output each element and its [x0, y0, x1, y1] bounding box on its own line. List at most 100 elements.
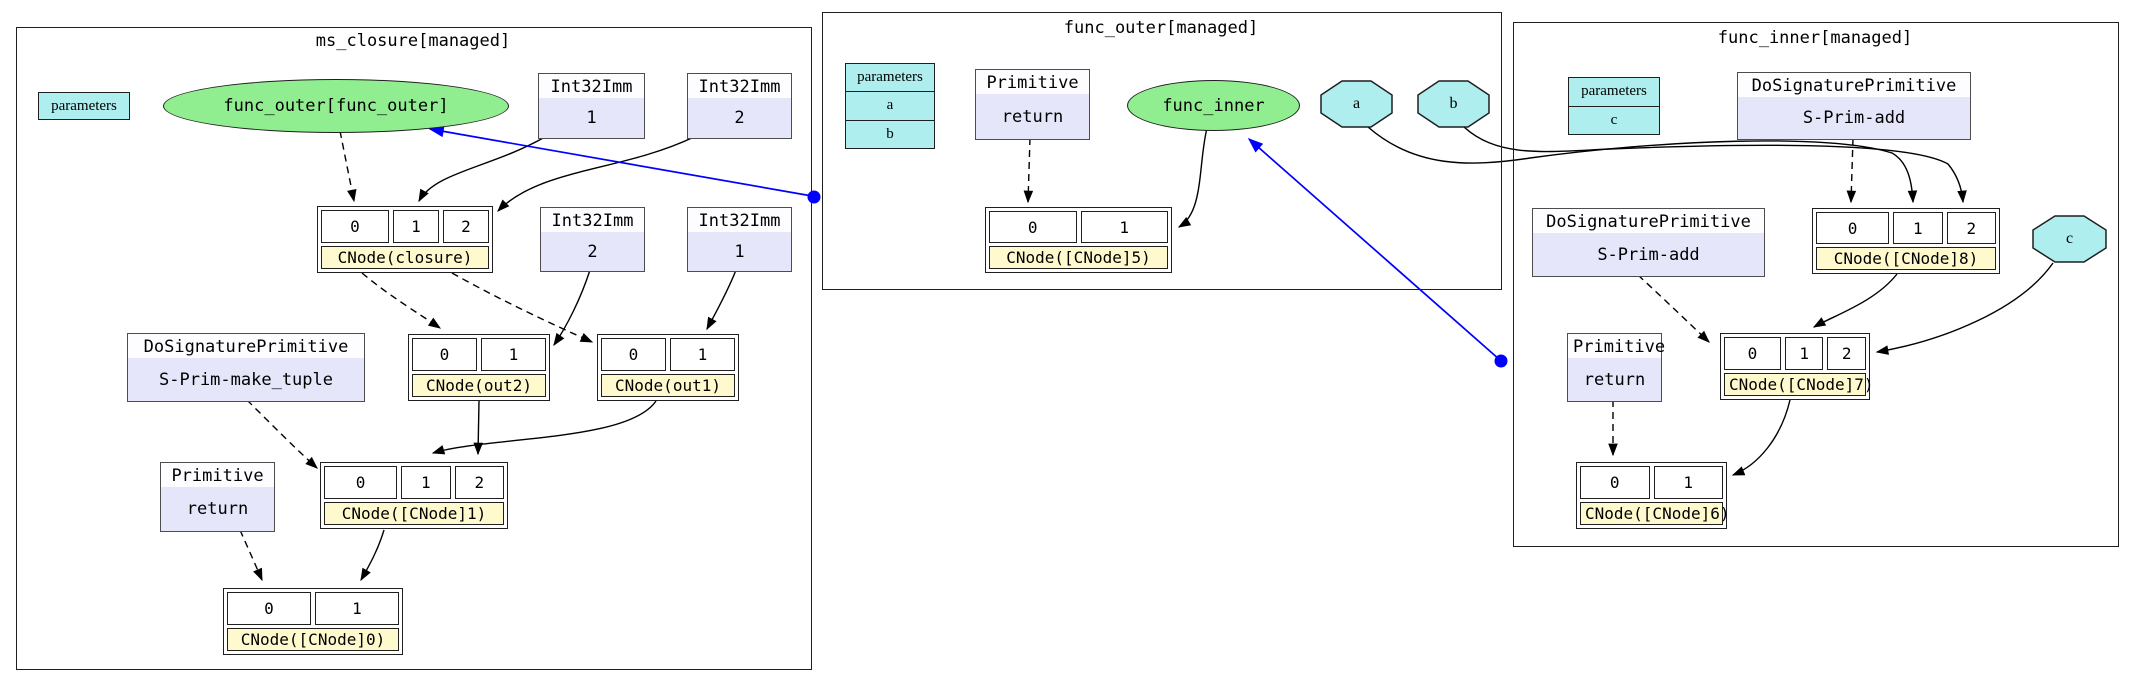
index-cell: 1: [670, 338, 735, 371]
parameters-node-outer: parameters a b: [845, 63, 935, 149]
edge-a-to-cnode8-1: [1367, 126, 1918, 204]
parameter-row: a: [846, 91, 934, 119]
cluster-ms-closure: [16, 27, 812, 670]
index-cell: 0: [1580, 466, 1650, 499]
cnode-label: CNode([CNode]1): [324, 502, 504, 525]
parameter-octagon-c: c: [2032, 215, 2107, 263]
cnode-cells: 0 1 2: [1724, 337, 1867, 370]
octagon-label: b: [1449, 95, 1458, 112]
node-primitive-return-ms: Primitive return: [160, 462, 275, 532]
edge-imm2-to-cnodeclosure-2: [497, 136, 695, 212]
node-dosignatureprimitive-add-left: DoSignaturePrimitive S-Prim-add: [1532, 208, 1765, 277]
index-cell: 1: [393, 210, 439, 243]
index-cell: 1: [1784, 337, 1824, 370]
octagon-label: c: [2065, 230, 2074, 247]
edge-out1-to-cnode1-1: [431, 400, 657, 455]
node-type: DoSignaturePrimitive: [1738, 73, 1970, 97]
node-int32imm-1: Int32Imm 1: [538, 73, 645, 139]
node-type: Int32Imm: [541, 208, 644, 232]
index-cell: 2: [443, 210, 489, 243]
edge-returnM-to-cnode5-0: [1023, 137, 1034, 204]
node-type: Int32Imm: [539, 74, 644, 98]
node-value: 1: [734, 241, 745, 262]
edge-blue-ref-funcouter: [428, 125, 813, 197]
node-int32imm-2: Int32Imm 2: [687, 73, 792, 139]
index-cell: 0: [1816, 212, 1890, 244]
index-cell: 1: [1893, 212, 1943, 244]
parameter-row: c: [1569, 105, 1659, 135]
octagon-shape: [1417, 80, 1490, 128]
node-value: 2: [587, 241, 598, 262]
blue-ref-dot-funcouter: [807, 190, 821, 204]
edge-imm3-to-out2-1: [553, 269, 591, 347]
node-dosignatureprimitive-add-top: DoSignaturePrimitive S-Prim-add: [1737, 72, 1971, 140]
cnode-label: CNode(out2): [412, 374, 546, 397]
cnode-cells: 0 1: [227, 592, 399, 625]
edge-maketuple-to-cnode1-0: [246, 399, 318, 469]
index-cell: 1: [1080, 211, 1168, 243]
cnode-cells: 0 1 2: [1816, 212, 1996, 244]
node-value: 1: [586, 108, 597, 128]
cnode-label: CNode(closure): [321, 246, 489, 269]
index-cell: 2: [1827, 337, 1867, 370]
edge-c-to-cnode7-2: [1875, 262, 2054, 355]
cnode-label: CNode([CNode]0): [227, 628, 399, 651]
index-cell: 0: [989, 211, 1077, 243]
node-value: return: [1001, 106, 1064, 127]
parameter-octagon-b: b: [1417, 80, 1490, 128]
parameters-header: parameters: [51, 97, 117, 114]
node-int32imm-3: Int32Imm 2: [540, 207, 645, 272]
node-value: 2: [734, 108, 745, 128]
node-value: return: [186, 499, 249, 519]
cluster-func-outer-title: func_outer[managed]: [1063, 18, 1259, 38]
cnode-8: 0 1 2 CNode([CNode]8): [1812, 208, 2000, 274]
cnode-cells: 0 1 2: [324, 466, 504, 499]
parameter-row: b: [846, 119, 934, 148]
cluster-ms-closure-title: ms_closure[managed]: [315, 31, 511, 51]
funcgraph-node-func-outer: func_outer[func_outer]: [163, 79, 509, 133]
edge-b-to-cnode8-2: [1463, 126, 1967, 204]
parameters-node-inner: parameters c: [1568, 77, 1660, 135]
index-cell: 0: [1724, 337, 1781, 370]
cnode-label: CNode([CNode]6): [1580, 502, 1730, 525]
parameters-node-ms: parameters: [38, 92, 130, 120]
index-cell: 0: [227, 592, 311, 625]
cnode-5: 0 1 CNode([CNode]5): [985, 207, 1172, 273]
cnode-label: CNode(out1): [601, 374, 735, 397]
index-cell: 1: [315, 592, 399, 625]
cluster-func-inner: [1513, 22, 2119, 547]
edge-cnodeclosure-to-out2-0: [361, 272, 442, 329]
blue-ref-dot-funcinner: [1494, 354, 1508, 368]
edge-funcinner-to-cnode5-1: [1177, 127, 1208, 228]
cnode-cells: 0 1 2: [321, 210, 489, 243]
node-value: S-Prim-make_tuple: [159, 369, 333, 390]
cnode-cells: 0 1: [412, 338, 546, 371]
edge-blue-ref-funcinner: [1247, 137, 1501, 361]
node-type: Primitive: [1568, 334, 1665, 358]
node-primitive-return-inner: Primitive return: [1567, 333, 1665, 402]
cnode-out2: 0 1 CNode(out2): [408, 334, 550, 401]
index-cell: 0: [324, 466, 398, 499]
index-cell: 1: [401, 466, 451, 499]
parameters-header: parameters: [1581, 83, 1647, 100]
node-type: Primitive: [976, 70, 1089, 94]
index-cell: 2: [1946, 212, 1996, 244]
cnode-closure: 0 1 2 CNode(closure): [317, 206, 493, 273]
cnode-cells: 0 1: [1580, 466, 1723, 499]
index-cell: 1: [481, 338, 546, 371]
node-int32imm-4: Int32Imm 1: [687, 207, 792, 272]
node-type: Int32Imm: [688, 74, 791, 98]
cluster-func-inner-title: func_inner[managed]: [1717, 28, 1913, 48]
cluster-func-outer: [822, 12, 1502, 290]
cnode-7: 0 1 2 CNode([CNode]7): [1720, 333, 1874, 400]
edge-cnode8-to-cnode7-1: [1812, 273, 1898, 328]
node-type: DoSignaturePrimitive: [128, 334, 364, 358]
octagon-label: a: [1352, 95, 1361, 112]
edge-imm4-to-out1-1: [706, 269, 737, 331]
cnode-label: CNode([CNode]8): [1816, 247, 1996, 270]
cnode-6: 0 1 CNode([CNode]6): [1576, 462, 1730, 529]
index-cell: 0: [412, 338, 477, 371]
node-type: DoSignaturePrimitive: [1533, 209, 1764, 233]
